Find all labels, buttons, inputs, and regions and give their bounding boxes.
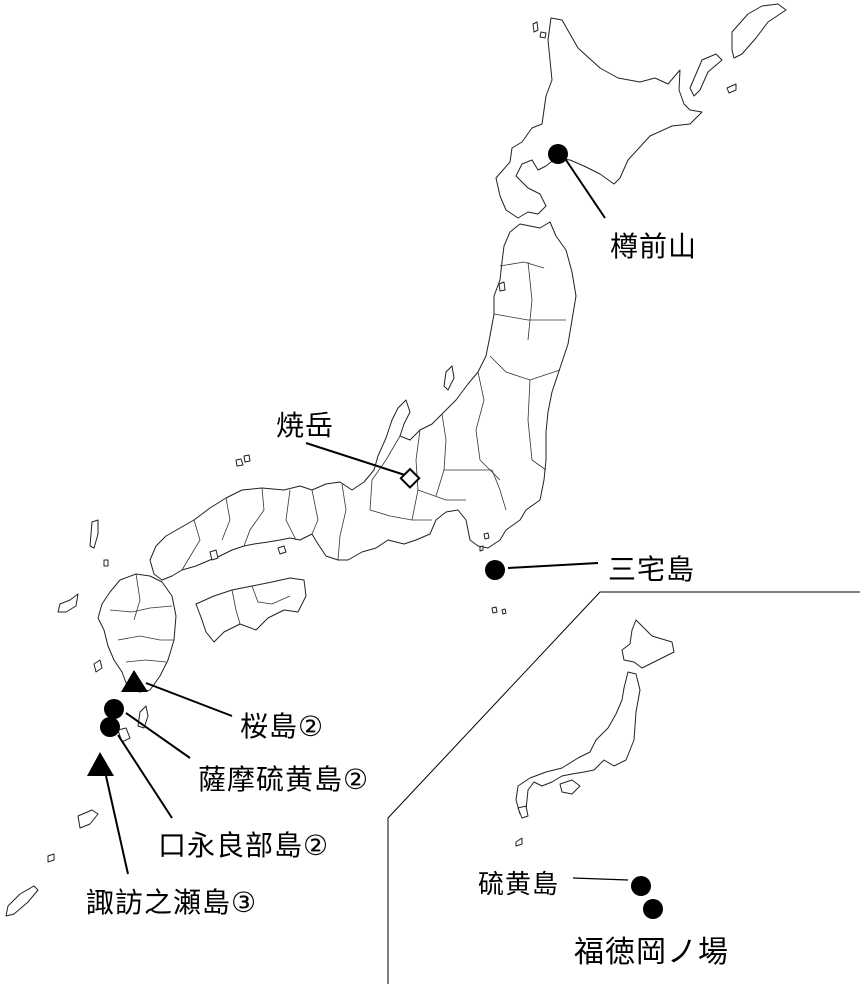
leader-miyakejima [507,562,599,569]
volcano-diamond-marker-yakedake [399,467,421,489]
honshu-outline [149,221,577,581]
volcano-circle-marker-iwoto [631,876,651,896]
leader-tarumaesan [565,159,606,219]
sado-island [443,365,455,391]
kyushu-outline [97,573,177,693]
label-kuchinoerabujima: 口永良部島② [158,829,330,862]
amami-oshima-island [77,809,99,829]
izu-island-3 [491,606,498,614]
shikoku-outline [195,577,307,643]
okinawa-island [5,885,39,917]
leader-yakedake [305,442,409,477]
label-fukutoku-okanoba: 福徳岡ノ場 [574,935,729,970]
goto-islands [57,593,79,613]
oki-island-1 [235,458,244,467]
yakushima-island [117,727,131,743]
leader-iwoto [572,877,629,881]
label-iwoto: 硫黄島 [478,870,560,900]
volcano-circle-marker-satsuma-iojima [104,699,124,719]
hokkaido-outline [495,3,787,219]
izu-island-2 [479,545,484,552]
inset-japan-outline [501,608,675,847]
label-yakedake: 焼岳 [276,409,335,442]
tsushima-island [89,519,99,549]
volcano-circle-marker-kuchinoerabujima [100,717,120,737]
shodoshima-island [277,545,287,555]
label-satsuma-iojima: 薩摩硫黄島② [198,763,370,796]
koshiki-island [93,659,103,673]
volcano-triangle-marker-suwanosejima [87,752,114,776]
volcano-circle-marker-fukutoku-okanoba [643,899,663,919]
leader-sakurajima [145,682,233,717]
volcano-circle-marker-tarumaesan [548,144,568,164]
iki-island [103,559,109,567]
volcano-circle-marker-miyakejima [485,560,505,580]
label-suwanosejima: 諏訪之瀬島③ [86,886,258,919]
tokunoshima-island [47,853,55,863]
leader-suwanosejima [105,775,129,875]
oki-island-2 [243,454,251,463]
izu-island-1 [483,532,490,540]
leader-kuchinoerabujima [117,734,173,819]
label-tarumaesan: 樽前山 [610,230,698,263]
label-miyakejima: 三宅島 [608,553,696,586]
inset-frame [387,591,860,984]
tobishima-island [498,281,506,292]
leader-satsuma-iojima [125,712,191,759]
label-sakurajima: 桜島② [240,710,325,743]
awaji-island [209,549,219,561]
volcano-triangle-marker-sakurajima [121,670,148,692]
